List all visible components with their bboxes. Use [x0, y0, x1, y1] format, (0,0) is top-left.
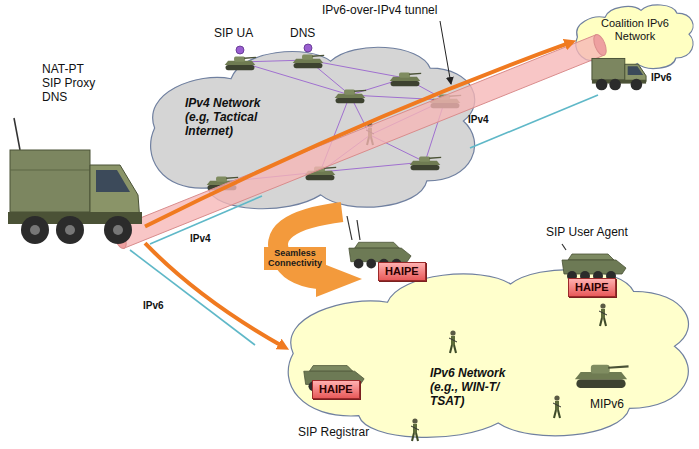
protocol-label: IPv4 [190, 233, 211, 245]
cloud-region: Coalition IPv6 Network [575, 2, 695, 72]
vehicle-icon [562, 244, 566, 250]
node-dot [304, 44, 312, 52]
encryptor-box: HAIPE [568, 278, 616, 297]
tunnel-label: IPv6-over-IPv4 tunnel [322, 4, 437, 18]
traffic-arrow [145, 243, 282, 346]
gateway-truck [14, 118, 20, 150]
gateway-truck [8, 118, 142, 244]
service-label: DNS [290, 27, 315, 41]
arrow-label: Seamless Connectivity [264, 247, 326, 270]
protocol-label: IPv4 [468, 114, 489, 126]
vehicle-icon [335, 90, 366, 104]
encryptor-box: HAIPE [378, 262, 426, 281]
protocol-label: IPv6 [651, 72, 672, 84]
text-holder: IPv4 Network (e.g, Tactical Internet) [185, 96, 280, 138]
region-label: NAT-PT SIP Proxy DNS [42, 62, 102, 104]
encryptor-box: HAIPE [312, 380, 360, 399]
device-label: HAIPE [385, 265, 419, 278]
region-label: Coalition IPv6 Network [600, 17, 670, 43]
traffic-arrow [145, 43, 569, 226]
vehicle-icon [225, 57, 256, 71]
gateway-truck [113, 225, 123, 235]
region-label: IPv4 Network (e.g, Tactical Internet) [185, 96, 280, 138]
node-dot [236, 46, 244, 54]
access-link [470, 95, 598, 148]
tunnel-pipe [111, 33, 608, 250]
service-label: MIPv6 [590, 398, 624, 412]
cloud-outline [285, 262, 695, 445]
vehicle-icon [347, 216, 352, 240]
gateway-truck [104, 216, 132, 244]
device-label: HAIPE [319, 383, 353, 396]
cloud-region: IPv4 Network (e.g, Tactical Internet) [148, 40, 480, 216]
text-holder: IPv6 Network (e.g., WIN-T/ TSAT) [430, 366, 525, 408]
cloud-outline [151, 47, 475, 208]
gateway-vehicle: NAT-PT SIP Proxy DNS [4, 60, 145, 245]
text-holder: NAT-PT SIP Proxy DNS [42, 62, 102, 104]
cloud-outline [576, 5, 693, 69]
access-link [130, 250, 255, 345]
gateway-truck [30, 225, 40, 235]
text-holder: Coalition IPv6 Network [600, 17, 670, 43]
device-label: HAIPE [575, 281, 609, 294]
gateway-truck [10, 170, 90, 171]
service-label: SIP User Agent [546, 226, 628, 240]
gateway-truck [10, 150, 90, 212]
service-label: SIP Registrar [298, 426, 369, 440]
gateway-truck [65, 225, 75, 235]
gateway-truck [21, 216, 49, 244]
region-label: IPv6 Network (e.g., WIN-T/ TSAT) [430, 366, 525, 408]
cloud-region: IPv6 Network (e.g., WIN-T/ TSAT) [285, 262, 695, 445]
cloud-outline [288, 270, 688, 438]
tunnel-pipe [116, 35, 604, 248]
protocol-label: IPv6 [143, 300, 164, 312]
vehicle-icon [357, 220, 360, 240]
service-label: SIP UA [214, 27, 253, 41]
gateway-truck [56, 216, 84, 244]
gateway-truck [96, 170, 130, 192]
